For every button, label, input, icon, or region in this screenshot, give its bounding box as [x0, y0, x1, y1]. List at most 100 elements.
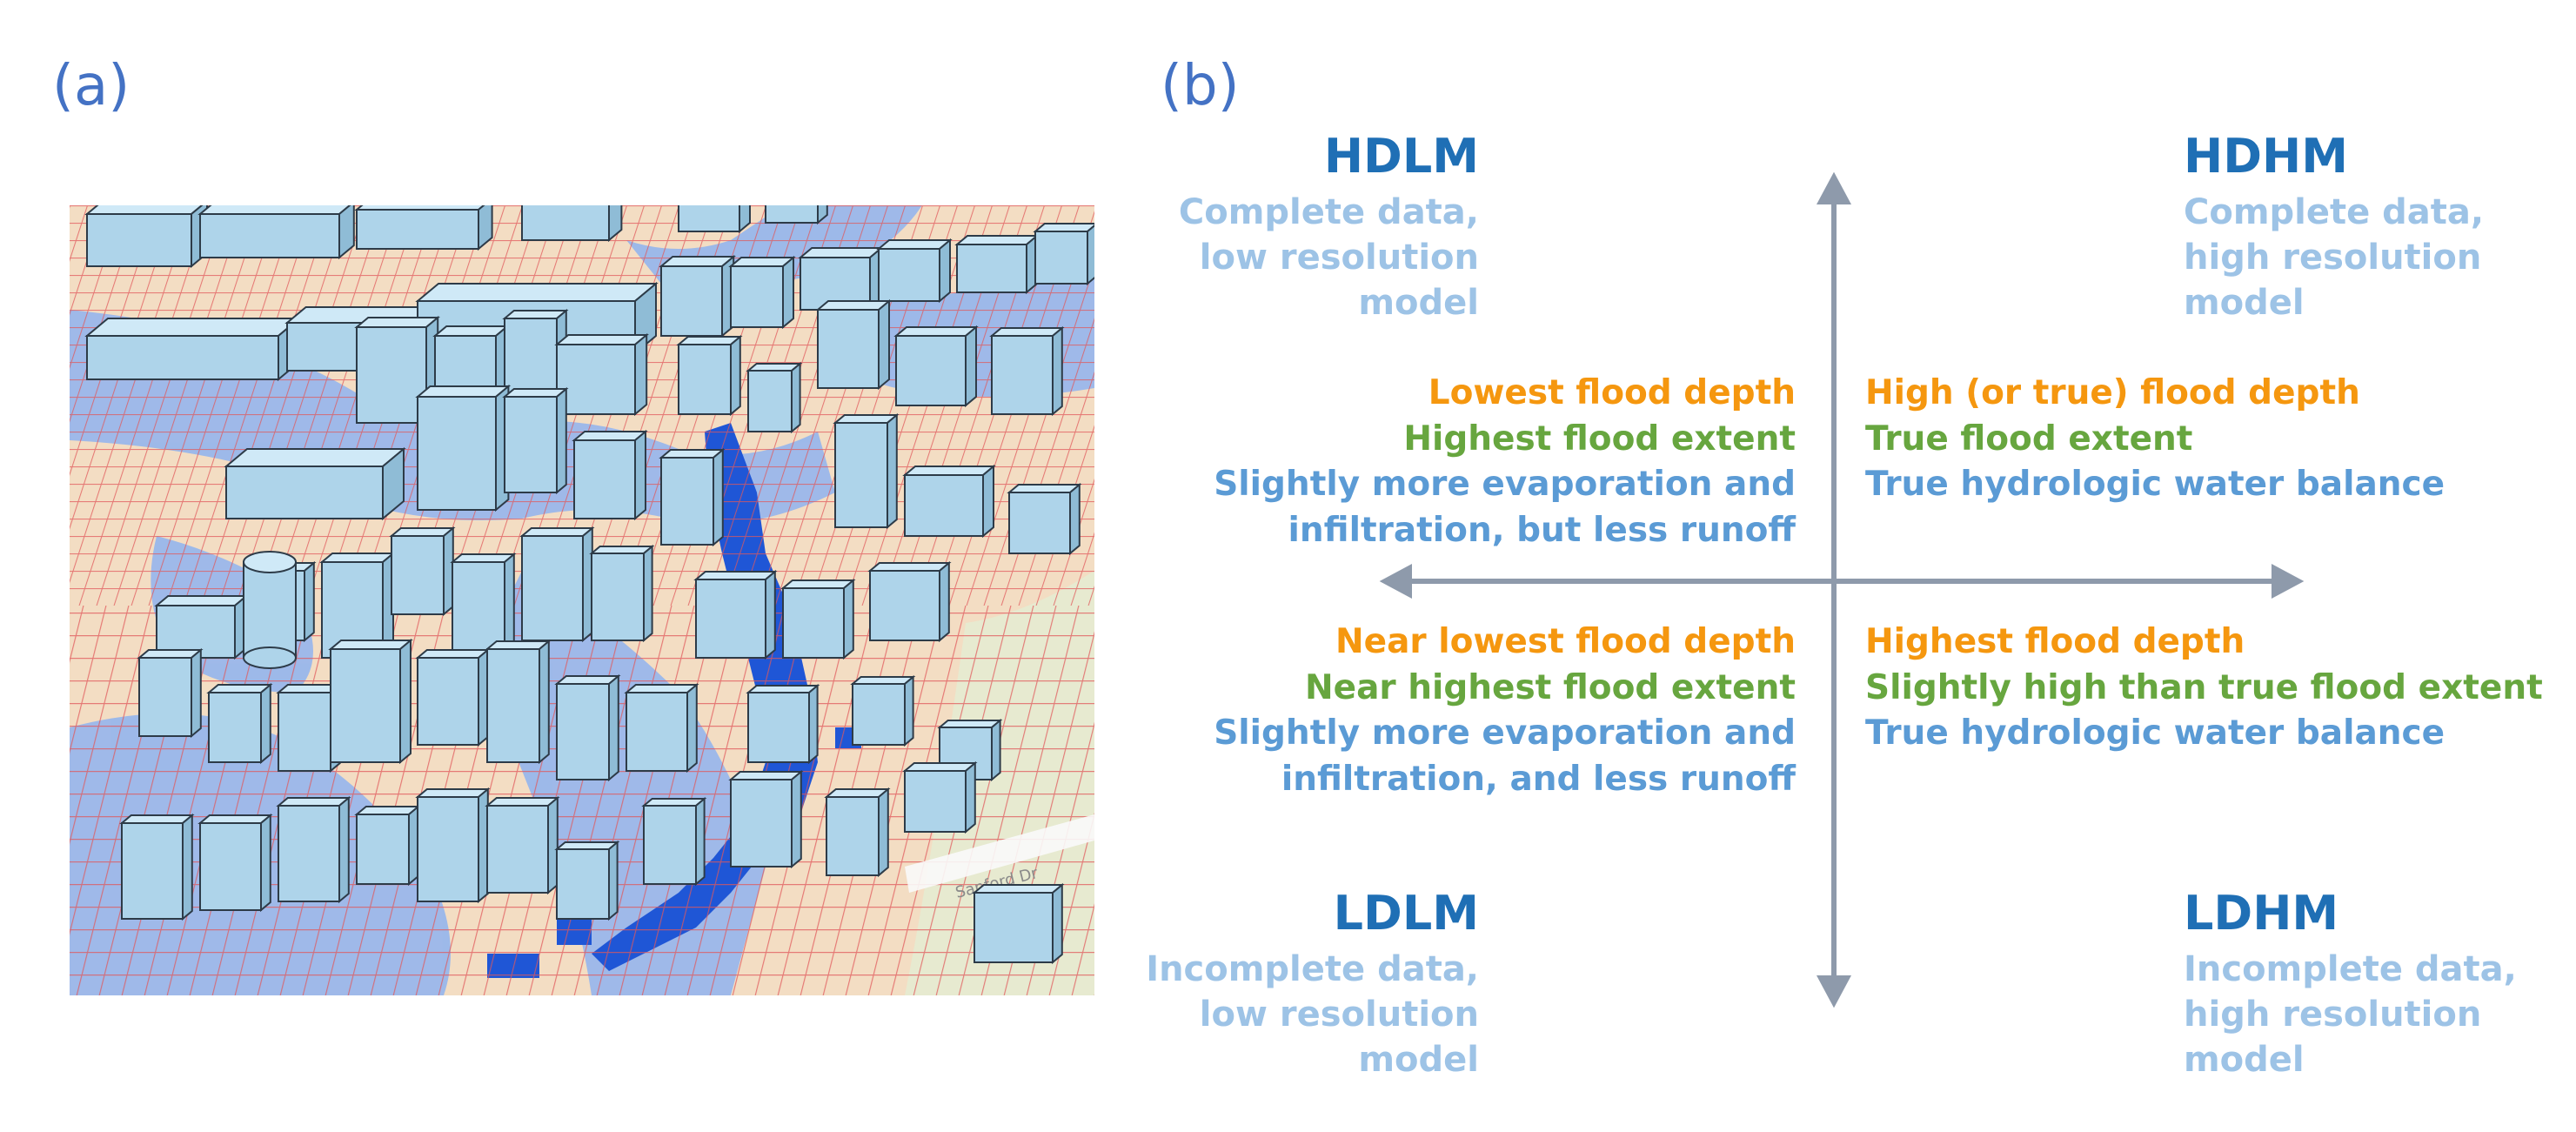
building-face: [556, 683, 610, 780]
building-face: [260, 682, 271, 765]
building-face: [878, 298, 890, 391]
building-face: [991, 335, 1054, 415]
flood-map-3d: Sanford Dr: [70, 205, 1094, 995]
panel-b-label: (b): [1161, 54, 1240, 118]
building-face: [304, 560, 315, 643]
building-face: [826, 796, 880, 876]
building-face: [974, 892, 1054, 963]
quadrant-desc-hdhm: Complete data, high resolution model: [2184, 192, 2485, 323]
building-face: [887, 412, 898, 530]
building-face: [191, 647, 202, 739]
building-face: [695, 796, 706, 887]
building-face: [1052, 325, 1063, 417]
flood-depth-text: Highest flood depth: [1865, 622, 2245, 661]
building-face: [86, 335, 279, 380]
water-balance-text-2: infiltration, and less runoff: [1281, 759, 1796, 799]
statements-lower-left: Near lowest flood depth Near highest flo…: [1131, 620, 1796, 802]
flood-depth-text: Lowest flood depth: [1428, 373, 1796, 412]
building-face: [356, 326, 427, 424]
building-face: [138, 657, 192, 737]
building-face: [1087, 224, 1094, 286]
building-face: [904, 474, 984, 537]
building-face: [199, 822, 262, 911]
building-face: [521, 205, 610, 241]
water-balance-text-2: infiltration, but less runoff: [1288, 510, 1796, 550]
building-face: [199, 213, 340, 258]
building-face: [904, 674, 914, 747]
building-face: [678, 344, 732, 415]
building-face: [556, 344, 636, 415]
flood-map-image: Sanford Dr: [70, 205, 1094, 995]
building-face: [1034, 231, 1088, 285]
building-face: [852, 683, 906, 746]
statements-lower-right: Highest flood depth Slightly high than t…: [1865, 620, 2543, 757]
building-face: [713, 447, 724, 547]
statements-upper-left: Lowest flood depth Highest flood extent …: [1131, 371, 1796, 553]
building-face: [843, 578, 854, 660]
building-face: [225, 466, 384, 519]
building-face: [817, 205, 828, 225]
water-balance-text: True hydrologic water balance: [1865, 465, 2446, 504]
buildings-group: [84, 205, 1094, 965]
quadrant-title-hdlm: HDLM: [1323, 129, 1479, 184]
building-face: [608, 840, 619, 921]
horizontal-axis-arrow-left: [1379, 563, 1412, 599]
building-face: [556, 386, 567, 495]
building-face: [965, 760, 976, 834]
building-face: [730, 265, 784, 328]
building-face: [478, 205, 493, 251]
building-face: [182, 813, 193, 921]
building-face: [443, 526, 454, 617]
building-face: [338, 205, 355, 260]
building-face: [695, 579, 766, 659]
building-face: [504, 318, 558, 398]
building-face: [939, 238, 951, 304]
horizontal-axis-arrow-right: [2272, 563, 2305, 599]
building-face: [782, 255, 794, 330]
quadrant-desc-hdlm: Complete data, low resolution model: [1178, 192, 1479, 323]
building-face: [338, 795, 350, 904]
building-face: [86, 213, 192, 267]
building-face: [634, 429, 646, 521]
flood-extent-text: Slightly high than true flood extent: [1865, 667, 2543, 707]
flood-extent-text: Highest flood extent: [1403, 419, 1796, 459]
building-face: [991, 718, 1001, 782]
building-face: [686, 682, 698, 774]
building-face: [399, 638, 411, 765]
building-face: [539, 639, 550, 765]
statements-upper-right: High (or true) flood depth True flood ex…: [1865, 371, 2445, 508]
water-balance-text: Slightly more evaporation and: [1214, 465, 1796, 504]
building-face: [730, 779, 793, 867]
building-face: [504, 396, 558, 493]
building-face: [895, 335, 967, 406]
building-face: [417, 796, 479, 902]
building-face: [382, 446, 405, 521]
building-face: [208, 692, 262, 763]
building-face: [121, 822, 184, 920]
building-face: [486, 648, 540, 763]
building-face: [791, 361, 801, 434]
building-face: [834, 422, 888, 528]
quadrant-title-hdhm: HDHM: [2184, 129, 2348, 184]
building-face: [739, 205, 751, 234]
building-face: [791, 769, 802, 869]
flood-extent-text: Near highest flood extent: [1304, 667, 1796, 707]
building-face: [591, 553, 645, 641]
flood-extent-text: True flood extent: [1865, 419, 2193, 459]
vertical-axis-arrow-down: [1816, 975, 1852, 1008]
building-face: [765, 205, 819, 224]
building-face: [608, 205, 623, 243]
building-face: [965, 325, 977, 408]
panel-a-label: (a): [52, 54, 130, 118]
building-face: [982, 464, 994, 539]
building-face: [608, 673, 619, 782]
building-face: [765, 569, 776, 660]
flood-depth-text: High (or true) flood depth: [1865, 373, 2360, 412]
building-face: [582, 526, 593, 643]
building-face: [1008, 492, 1071, 554]
street-road: [905, 814, 1094, 893]
quadrant-title-ldhm: LDHM: [2184, 886, 2339, 941]
quadrant-title-ldlm: LDLM: [1333, 886, 1479, 941]
building-face: [556, 848, 610, 920]
